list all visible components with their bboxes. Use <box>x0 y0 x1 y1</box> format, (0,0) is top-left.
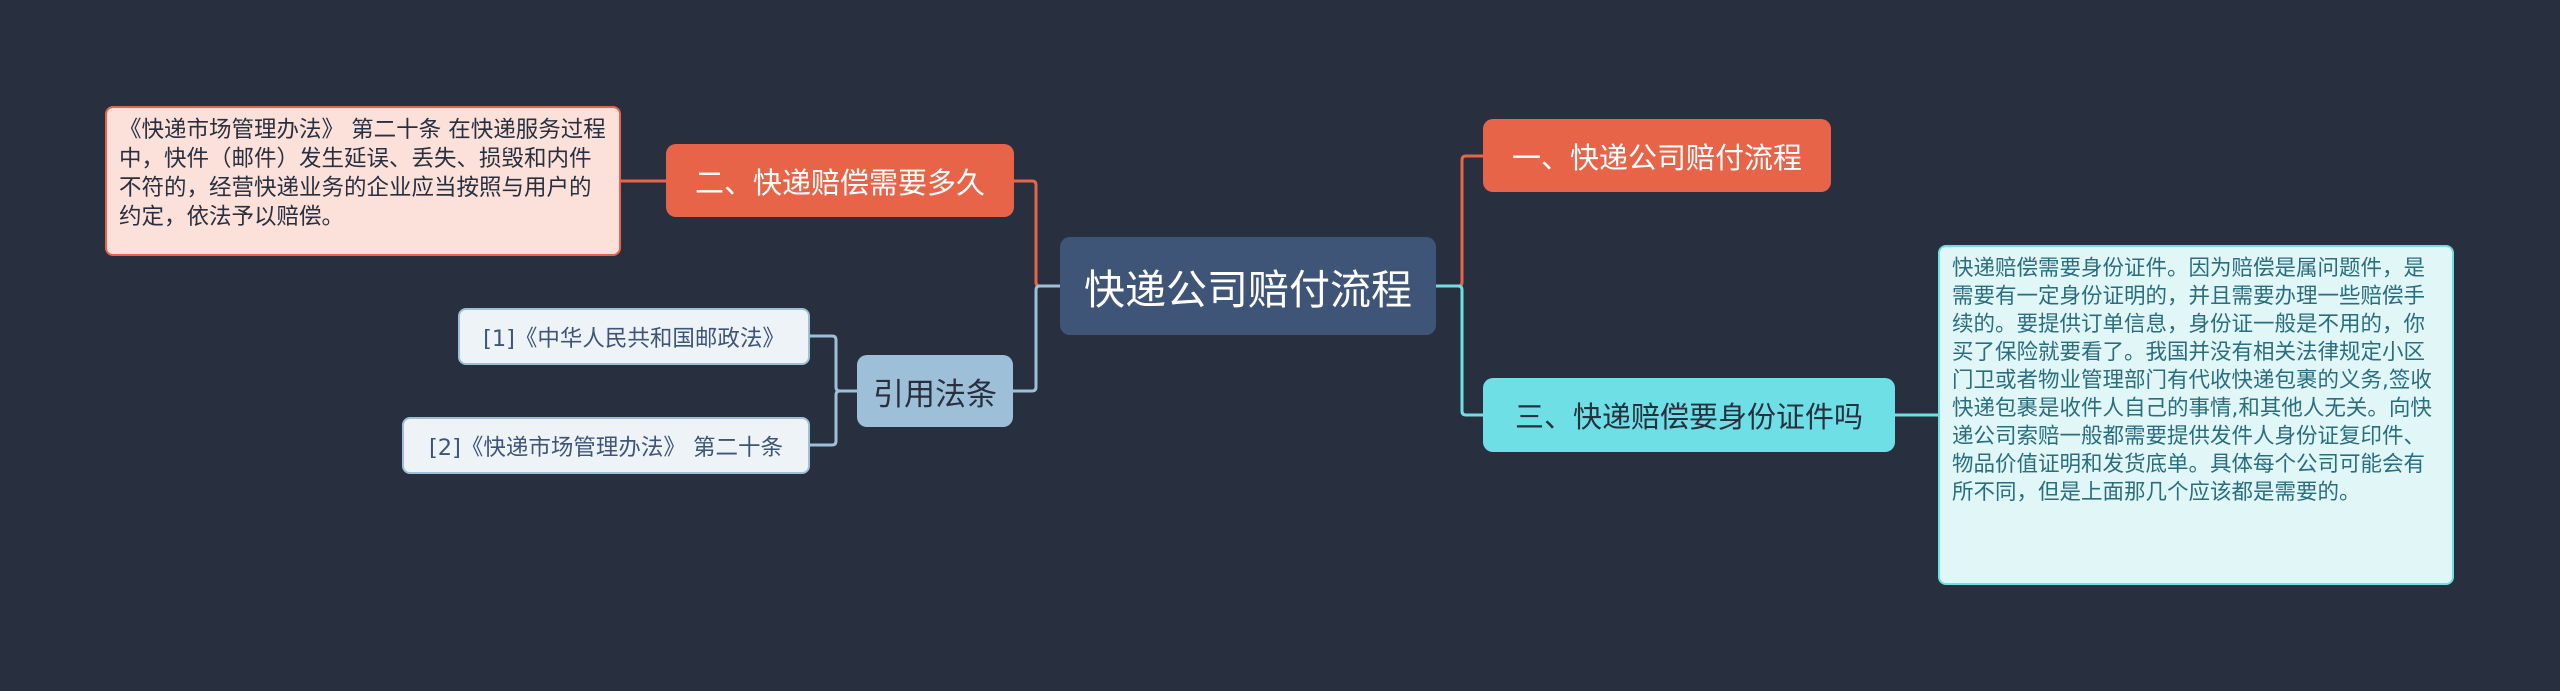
link-cite-item1 <box>810 334 857 393</box>
branch-node-compensation-time[interactable]: 二、快递赔偿需要多久 <box>666 144 1014 217</box>
citation-item[interactable]: [1]《中华人民共和国邮政法》 <box>458 308 810 365</box>
link-root-right1 <box>1436 154 1483 288</box>
link-cite-item2 <box>810 389 857 447</box>
note-id-required[interactable]: 快递赔偿需要身份证件。因为赔偿是属问题件，是需要有一定身份证明的，并且需要办理一… <box>1938 245 2454 585</box>
link-root-right3 <box>1436 284 1483 417</box>
branch-node-id-required[interactable]: 三、快递赔偿要身份证件吗 <box>1483 378 1895 452</box>
citation-item[interactable]: [2]《快递市场管理办法》 第二十条 <box>402 417 810 474</box>
root-node[interactable]: 快递公司赔付流程 <box>1060 237 1436 335</box>
link-root-cite <box>1013 284 1060 393</box>
link-root-left2 <box>1014 179 1060 288</box>
branch-node-payment-process[interactable]: 一、快递公司赔付流程 <box>1483 119 1831 192</box>
branch-node-citations[interactable]: 引用法条 <box>857 355 1013 427</box>
note-compensation-time[interactable]: 《快递市场管理办法》 第二十条 在快递服务过程中，快件（邮件）发生延误、丢失、损… <box>105 106 621 256</box>
